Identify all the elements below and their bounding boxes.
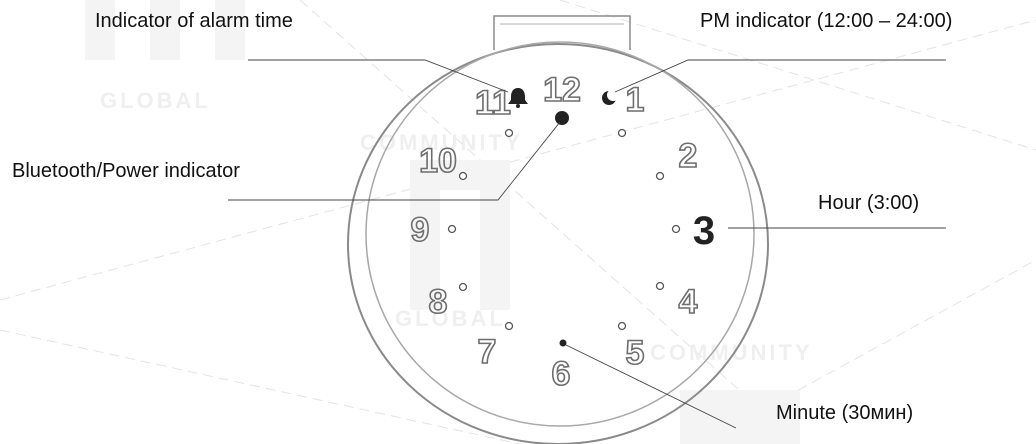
label-alarm-indicator: Indicator of alarm time — [95, 10, 293, 32]
leader-pm — [614, 59, 946, 93]
dial-number-9: 9 — [411, 211, 430, 249]
label-minute: Minute (30мин) — [776, 402, 914, 424]
label-hour: Hour (3:00) — [818, 192, 920, 214]
watermark-global-top: GLOBAL — [100, 88, 211, 113]
dial-number-10: 10 — [419, 142, 457, 180]
clock-top-tab — [493, 15, 631, 50]
dial-number-6: 6 — [552, 355, 571, 393]
dial-number-12: 12 — [543, 71, 581, 109]
dial-number-3: 3 — [693, 209, 715, 253]
dial-number-5: 5 — [626, 334, 645, 372]
dial-number-8: 8 — [429, 283, 448, 321]
minute-dots — [447, 128, 681, 331]
watermark-community-mid: COMMUNITY — [360, 130, 523, 155]
dial-number-2: 2 — [679, 137, 698, 175]
dial-number-11: 11 — [475, 84, 511, 122]
clock-inner-ring — [365, 41, 755, 427]
clock-outer-ring — [347, 43, 769, 444]
watermark-logo — [85, 0, 800, 444]
leader-lines — [228, 59, 946, 429]
dial-number-4: 4 — [679, 283, 698, 321]
label-pm-indicator: PM indicator (12:00 – 24:00) — [700, 10, 953, 32]
dial-numbers: 12 1 2 3 4 5 6 7 8 9 10 11 — [410, 70, 715, 394]
watermark-global-mid: GLOBAL — [395, 306, 506, 331]
label-bluetooth-power: Bluetooth/Power indicator — [12, 160, 240, 182]
clock-device — [347, 15, 769, 444]
dial-number-7: 7 — [478, 333, 497, 371]
dial-number-1: 1 — [626, 81, 645, 119]
bluetooth-power-indicator — [555, 111, 569, 125]
minute-indicator-dot — [559, 339, 567, 347]
leader-bluetooth — [228, 121, 561, 201]
leader-minute — [565, 344, 737, 429]
bell-icon — [508, 88, 528, 108]
watermark-community-right: COMMUNITY — [650, 340, 813, 365]
leader-alarm — [248, 59, 509, 93]
